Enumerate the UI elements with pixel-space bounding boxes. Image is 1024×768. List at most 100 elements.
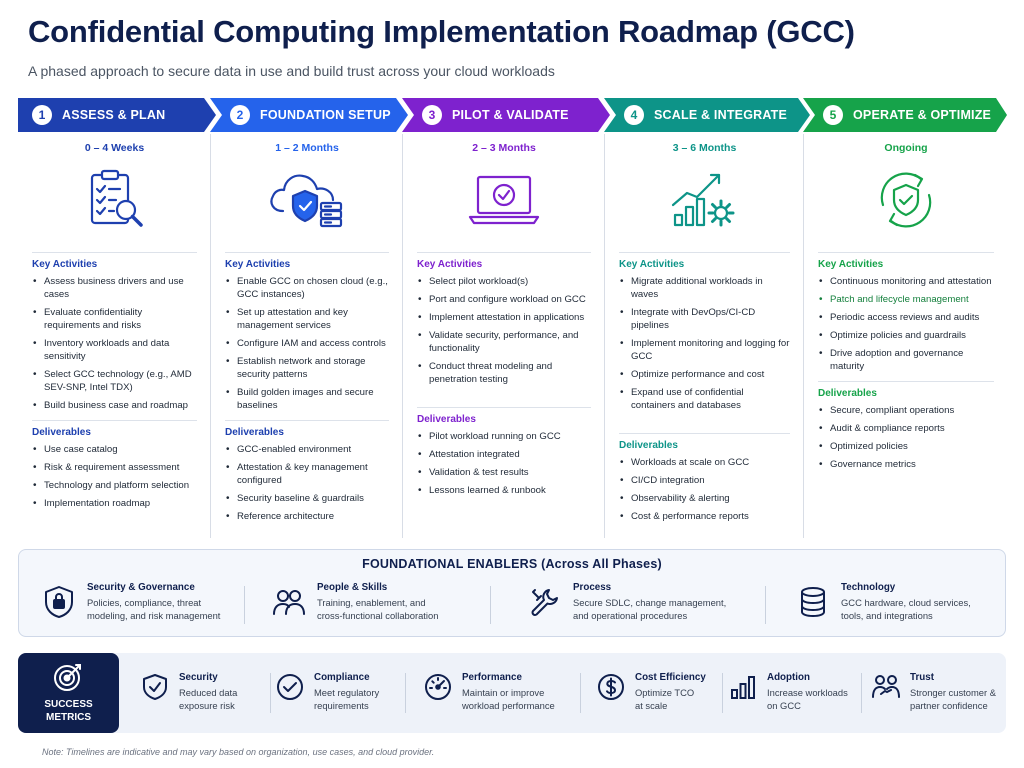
activities-list: Select pilot workload(s) Port and config… [417, 275, 591, 386]
database-icon [801, 587, 825, 618]
phase-header: 4 SCALE & INTEGRATE [604, 98, 812, 132]
foundational-enablers: FOUNDATIONAL ENABLERS (Across All Phases… [18, 549, 1006, 637]
check-circle-icon [277, 674, 303, 700]
wrench-icon [531, 589, 558, 616]
handshake-people-icon [872, 675, 900, 698]
enabler-title: Security & Governance [87, 582, 195, 593]
enabler-technology: Technology GCC hardware, cloud services,… [795, 582, 1000, 630]
list-item: Risk & requirement assessment [32, 461, 197, 474]
enabler-desc: Secure SDLC, change management, [573, 597, 727, 608]
deliverables-list: Pilot workload running on GCC Attestatio… [417, 430, 591, 497]
list-item: Continuous monitoring and attestation [818, 275, 994, 288]
phase-number: 1 [32, 105, 52, 125]
metric-security: Security Reduced data exposure risk [140, 672, 265, 716]
list-item: Secure, compliant operations [818, 404, 994, 417]
metric-desc: Maintain or improve [462, 687, 545, 698]
badge-line: SUCCESS [44, 699, 93, 710]
metric-adoption: Adoption Increase workloads on GCC [728, 672, 863, 716]
list-item: Establish network and storage security p… [225, 355, 389, 381]
page-title: Confidential Computing Implementation Ro… [28, 14, 855, 49]
list-item: Conduct threat modeling and penetration … [417, 360, 591, 386]
metric-title: Adoption [767, 672, 810, 683]
key-activities-heading: Key Activities [619, 259, 685, 270]
success-metrics-badge: SUCCESS METRICS [18, 653, 119, 733]
metric-desc: partner confidence [910, 700, 988, 711]
page-subtitle: A phased approach to secure data in use … [28, 63, 555, 79]
phase-assess-plan: 1 ASSESS & PLAN 0 – 4 Weeks Key Activiti… [18, 98, 216, 538]
list-item: Attestation & key management configured [225, 461, 389, 487]
list-item: Inventory workloads and data sensitivity [32, 337, 197, 363]
list-item: Observability & alerting [619, 492, 790, 505]
list-item: Implement monitoring and logging for GCC [619, 337, 790, 363]
enabler-desc: GCC hardware, cloud services, [841, 597, 971, 608]
list-item: Build golden images and secure baselines [225, 386, 389, 412]
list-item: Select GCC technology (e.g., AMD SEV-SNP… [32, 368, 197, 394]
metric-desc: Meet regulatory [314, 687, 380, 698]
list-item: Evaluate confidentiality requirements an… [32, 306, 197, 332]
activities-list: Enable GCC on chosen cloud (e.g., GCC in… [225, 275, 389, 412]
enablers-title: FOUNDATIONAL ENABLERS (Across All Phases… [362, 557, 662, 571]
phase-number: 5 [823, 105, 843, 125]
list-item: Governance metrics [818, 458, 994, 471]
list-item: Attestation integrated [417, 448, 591, 461]
enabler-desc: modeling, and risk management [87, 610, 221, 621]
metric-desc: at scale [635, 700, 668, 711]
people-icon [273, 590, 305, 615]
list-item: Patch and lifecycle management [818, 293, 994, 306]
target-icon [53, 664, 81, 691]
laptop-check-icon [468, 175, 540, 225]
list-item: Security baseline & guardrails [225, 492, 389, 505]
enabler-desc: and operational procedures [573, 610, 688, 621]
enabler-desc: Policies, compliance, threat [87, 597, 202, 608]
shield-check-icon [143, 674, 167, 700]
list-item: Pilot workload running on GCC [417, 430, 591, 443]
metric-desc: Increase workloads [767, 687, 848, 698]
metric-desc: Optimize TCO [635, 687, 695, 698]
enabler-title: Technology [841, 582, 896, 593]
list-item: Implementation roadmap [32, 497, 197, 510]
list-item: Build business case and roadmap [32, 399, 197, 412]
list-item: Implement attestation in applications [417, 311, 591, 324]
list-item: Integrate with DevOps/CI-CD pipelines [619, 306, 790, 332]
metric-trust: Trust Stronger customer & partner confid… [871, 672, 1003, 716]
deliverables-list: Use case catalog Risk & requirement asse… [32, 443, 197, 510]
list-item: Expand use of confidential containers an… [619, 386, 790, 412]
metric-title: Compliance [314, 672, 370, 683]
metric-title: Cost Efficiency [635, 672, 706, 683]
key-activities-heading: Key Activities [417, 259, 483, 270]
deliverables-list: Secure, compliant operations Audit & com… [818, 404, 994, 471]
growth-chart-gear-icon [671, 173, 734, 227]
cloud-shield-server-icon [270, 174, 343, 228]
metric-title: Performance [462, 672, 522, 683]
phase-title: SCALE & INTEGRATE [654, 108, 788, 122]
deliverables-heading: Deliverables [619, 440, 678, 451]
enabler-desc: Training, enablement, and [317, 597, 426, 608]
list-item: Lessons learned & runbook [417, 484, 591, 497]
phase-title: PILOT & VALIDATE [452, 108, 569, 122]
deliverables-heading: Deliverables [417, 414, 476, 425]
phases-roadmap: 1 ASSESS & PLAN 0 – 4 Weeks Key Activiti… [18, 98, 1008, 538]
enabler-desc: cross-functional collaboration [317, 610, 439, 621]
success-metrics: SUCCESS METRICS Security Reduced data ex… [18, 653, 1006, 733]
enabler-desc: tools, and integrations [841, 610, 933, 621]
list-item: Drive adoption and governance maturity [818, 347, 994, 373]
list-item: Select pilot workload(s) [417, 275, 591, 288]
enabler-title: Process [573, 582, 612, 593]
list-item: Optimized policies [818, 440, 994, 453]
list-item: Set up attestation and key management se… [225, 306, 389, 332]
badge-line: METRICS [45, 712, 91, 723]
key-activities-heading: Key Activities [32, 259, 98, 270]
metric-compliance: Compliance Meet regulatory requirements [275, 672, 415, 716]
phase-duration: 2 – 3 Months [472, 142, 536, 154]
list-item: Reference architecture [225, 510, 389, 523]
phase-header: 1 ASSESS & PLAN [18, 98, 218, 132]
list-item: Validation & test results [417, 466, 591, 479]
shield-lock-icon [45, 586, 73, 618]
metric-desc: exposure risk [179, 700, 235, 711]
phase-pilot-validate: 3 PILOT & VALIDATE 2 – 3 Months Key Acti… [402, 98, 610, 538]
activities-list: Migrate additional workloads in waves In… [619, 275, 790, 412]
key-activities-heading: Key Activities [225, 259, 291, 270]
dollar-icon [598, 674, 624, 700]
phase-duration: 1 – 2 Months [275, 142, 339, 154]
phase-duration: 3 – 6 Months [672, 142, 737, 154]
